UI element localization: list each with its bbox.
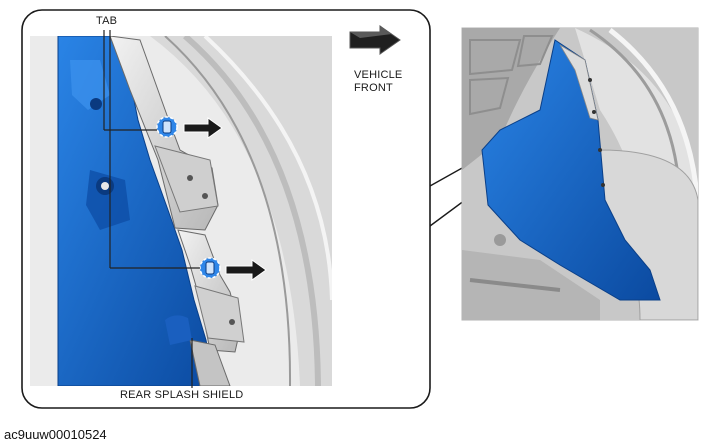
detail-illustration [30,36,332,386]
vehicle-front-label: VEHICLE FRONT [354,69,410,95]
figure-code: ac9uuw00010524 [4,427,107,442]
vehicle-front-label-line1: VEHICLE [354,69,403,81]
vehicle-front-arrow-icon [349,25,401,55]
vehicle-front-label-line2: FRONT [354,82,393,94]
removal-direction-arrow-icon [225,259,267,281]
removal-direction-arrow-icon [183,117,223,139]
tab-lower [199,257,221,279]
tab-upper [156,116,178,138]
photo-splash-shield-part [481,39,661,301]
tab-leader-lines [103,30,200,269]
tab-label: TAB [96,15,118,27]
overview-photo [461,27,699,321]
rear-splash-shield-label: REAR SPLASH SHIELD [120,389,244,401]
